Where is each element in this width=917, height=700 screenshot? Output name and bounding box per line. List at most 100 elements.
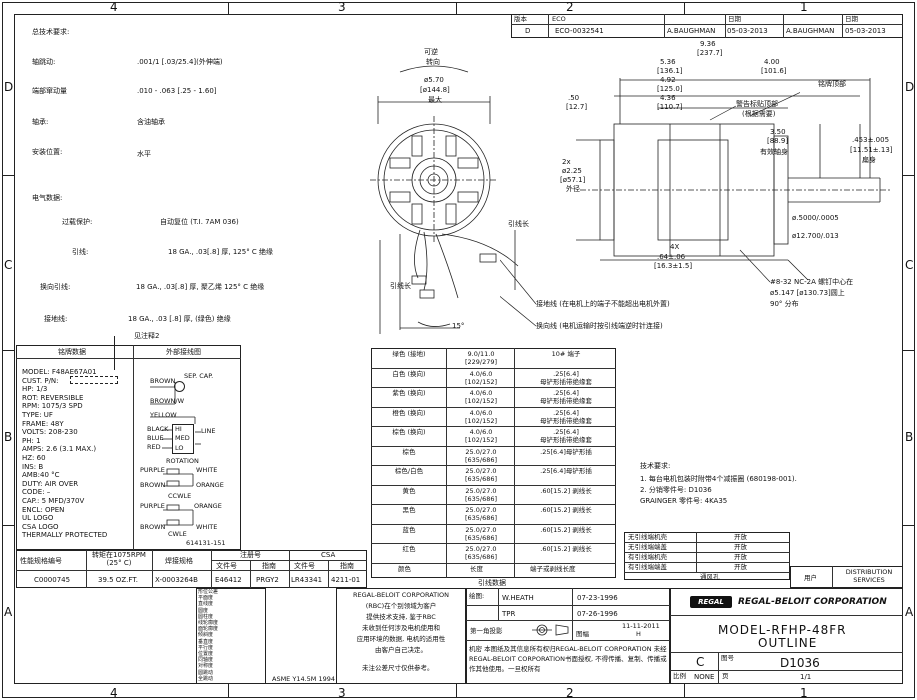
lead-color: 白色 (换向) [392,369,426,378]
zone-bottom-3: 3 [338,686,346,700]
nameplate-line: TYPE: UF [22,411,53,419]
capacitor-symbol [174,381,185,392]
perf-table [16,550,367,588]
rev-version: D [525,27,531,35]
motor-front-view [370,65,519,334]
dim-diameter: 最大 [428,96,442,104]
nameplate-line: CUST. P/N: [22,376,59,385]
lead-color: 黑色 [402,506,416,514]
tech-req-value: .010 - .063 [.25 - 1.60] [137,87,217,95]
size-value: H [636,630,641,638]
nameplate-line: CAP.: 5 MFD/370V [22,497,85,505]
sheet-value: 1/1 [800,673,812,681]
dim: [125.0] [657,85,683,93]
lead-length: 25.0/27.0 [635/686] [464,467,498,483]
tech-req-label: 轴承: [32,118,49,126]
electrical-label: 过载保护: [62,218,93,226]
nameplate-line: ENCL: OPEN [22,505,65,514]
gdt-legend-item: 平面度 [198,595,214,602]
perf-header: 转矩在1075RPM (25° C) [92,551,146,567]
perf-value: C0000745 [34,576,71,584]
zone-tick [2,175,14,176]
distribution-label: DISTRIBUTION SERVICES [845,568,893,584]
dim: ø.5000/.0005 [792,214,839,222]
wire-label: BROWN [140,481,166,489]
wiring-part-no: 614131-151 [186,539,226,547]
callout: #8-32 NC-2A 螺钉中心在 [770,278,854,286]
wire-label: BROWN [150,377,176,385]
gdt-legend-item: 面轮廓度 [198,626,219,633]
notice-block [336,588,466,684]
nameplate-line: DUTY: AIR OVER [22,479,79,488]
company-name: REGAL-BELOIT CORPORATION [738,597,887,607]
zone-bottom-4: 4 [110,686,118,700]
zone-tick [2,525,14,526]
signoff-date: 07-26-1996 [577,610,618,618]
callout: 90° 分布 [770,300,799,308]
notice-footer: 未注公差尺寸仅供参考。 [362,664,434,672]
gdt-legend-item: 全跳动 [198,675,214,682]
tech-req-value: .001/1 [.03/25.4](外伸端) [137,58,223,66]
wire-label: MED [175,434,190,442]
lead-length: 25.0/27.0 [635/686] [464,525,498,542]
dim: [12.7] [566,103,588,111]
dim-overall: [237.7] [697,49,723,57]
dim-overall: 9.36 [700,40,716,48]
cust-pn-field [70,376,118,384]
zone-left-a: A [4,605,13,619]
tech-notes-line: GRAINGER 零件号: 4KA35 [640,497,728,505]
nameplate-line: FRAME: 48Y [22,419,64,428]
lead-color: 绿色 (接地) [392,350,426,358]
signoff-name: TPR [502,610,516,618]
notice-line: (RBC)在个别领域为客户 [365,602,437,610]
dim: 4.92 [660,76,676,84]
tech-req-label: 轴跳动: [32,58,56,66]
perf-header: 性能规格编号 [20,557,62,565]
speed-switch-box [172,424,194,454]
vent-row-value: 开放 [734,563,747,571]
signoff-label: 绘图: [469,592,485,600]
tech-notes-heading: 技术要求: [640,462,671,470]
lead-terminal: .25[6.4]母铲形插 [540,447,592,456]
drawing-title-line1: MODEL-RFHP-48FR [718,623,847,637]
wire-label: CCWLE [168,492,192,500]
wire-label: BLUE [147,434,164,442]
electrical-label: 换向引线: [40,283,71,291]
lead-color: 棕色/白色 [394,467,424,475]
lead-table [371,348,616,578]
release-date: 11-11-2011 [622,622,660,630]
lead-terminal: .60[15.2] 剥线长 [540,486,592,495]
lead-length: 4.0/6.0 [102/152] [464,389,498,405]
zone-bottom-1: 1 [800,686,808,700]
lead-color: 棕色 [402,447,416,456]
drawing-title-line2: OUTLINE [758,636,818,650]
lead-terminal: .60[15.2] 剥线长 [540,545,592,553]
wire-label: BROWN [140,523,166,531]
lead-length: 25.0/27.0 [635/686] [464,447,498,464]
zone-tick [2,350,14,351]
zone-tick [456,684,457,698]
dim: 有效轴身 [760,148,788,156]
tech-req-value: 水平 [137,150,151,158]
sheet-label: 页 [722,672,729,680]
perf-value: E46412 [215,576,242,584]
dim: [16.3±1.5] [654,262,693,270]
nameplate-line: CSA LOGO [22,522,59,531]
perf-header: 注册号 [240,551,261,559]
size-label: 图幅 [576,630,589,638]
dim: .64±.06 [657,253,686,261]
vent-caption: 通风孔 [700,573,720,581]
wire-label: WHITE [196,523,218,531]
nameplate-line: VOLTS: 208-230 [22,428,78,437]
vent-row-label: 有引线端端盖 [628,563,667,571]
zone-tick [228,684,229,698]
lead-color: 橙色 (换向) [392,408,426,417]
electrical-label: 引线: [72,248,89,256]
lead-terminal: .25[6.4] 母铲形插带绝缘套 [540,408,592,425]
scale-label: 比例 [673,672,686,680]
gdt-legend-item: 圆柱度 [198,613,214,620]
zone-right-d: D [905,80,915,94]
tech-req-label: 安装位置: [32,148,63,156]
notice-line: REGAL-BELOIT CORPORATION [352,591,450,599]
note-leader [114,336,115,370]
